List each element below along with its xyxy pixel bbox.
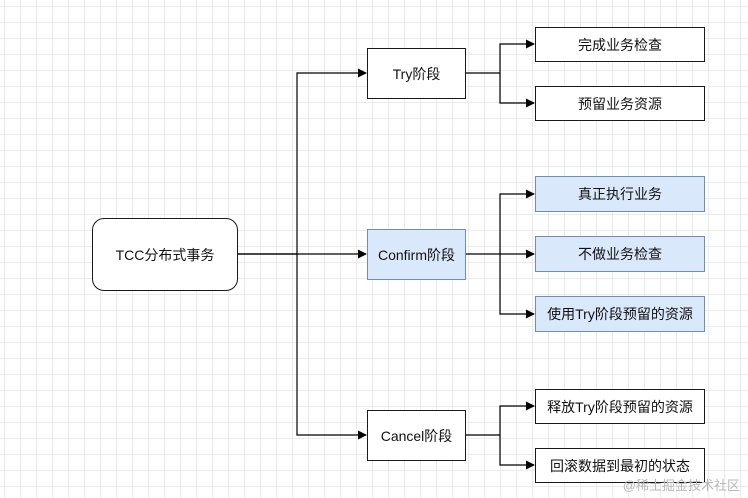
edge-confirm-to-step-3 — [499, 254, 535, 319]
step-label: 预留业务资源 — [578, 95, 662, 112]
edge-cancel-to-step-1 — [466, 401, 535, 436]
step-node[interactable]: 预留业务资源 — [535, 86, 705, 121]
phase-label: Confirm阶段 — [377, 246, 455, 263]
step-label: 使用Try阶段预留的资源 — [547, 306, 693, 322]
step-node[interactable]: 真正执行业务 — [535, 176, 705, 212]
phase-label: Try阶段 — [392, 65, 441, 82]
phase-node-cancel[interactable]: Cancel阶段 — [367, 410, 466, 461]
step-label: 不做业务检查 — [578, 246, 662, 262]
step-label: 完成业务检查 — [578, 36, 662, 53]
step-label: 回滚数据到最初的状态 — [550, 457, 690, 474]
step-label: 真正执行业务 — [578, 186, 662, 202]
step-label: 释放Try阶段预留的资源 — [547, 398, 693, 415]
step-node[interactable]: 回滚数据到最初的状态 — [535, 448, 705, 483]
edge-root-to-cancel — [296, 254, 367, 440]
step-node[interactable]: 释放Try阶段预留的资源 — [535, 389, 705, 424]
step-node[interactable]: 不做业务检查 — [535, 236, 705, 272]
edge-confirm-to-step-1 — [466, 189, 535, 255]
root-node-label: TCC分布式事务 — [115, 246, 215, 263]
root-node[interactable]: TCC分布式事务 — [92, 218, 238, 291]
watermark: @稀土掘金技术社区 — [622, 478, 740, 493]
edge-root-to-try — [237, 68, 367, 255]
step-node[interactable]: 使用Try阶段预留的资源 — [535, 296, 705, 332]
step-node[interactable]: 完成业务检查 — [535, 27, 705, 62]
phase-node-confirm[interactable]: Confirm阶段 — [367, 229, 466, 280]
edge-try-to-step-1 — [466, 39, 535, 74]
edge-try-to-step-2 — [499, 73, 535, 108]
phase-label: Cancel阶段 — [380, 427, 453, 444]
phase-node-try[interactable]: Try阶段 — [367, 48, 466, 99]
edge-cancel-to-step-2 — [499, 435, 535, 470]
